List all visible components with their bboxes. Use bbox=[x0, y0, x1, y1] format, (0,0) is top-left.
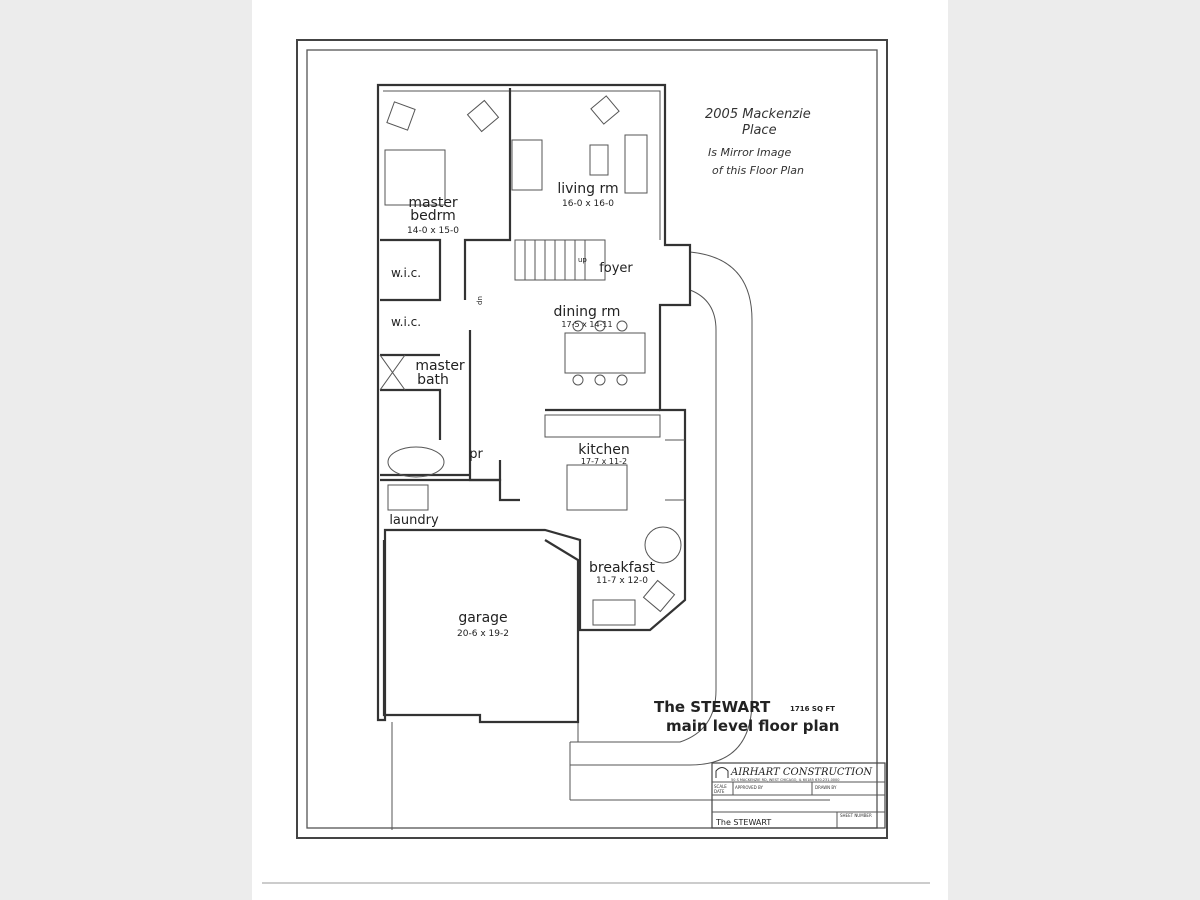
room-dining-size: 17-5 x 14-11 bbox=[561, 320, 612, 329]
note-line-1: 2005 Mackenzie bbox=[705, 107, 811, 122]
note-line-2: Place bbox=[742, 123, 777, 138]
room-master: master bbox=[408, 195, 458, 211]
room-labels: living rm 16-0 x 16-0 master bedrm 14-0 … bbox=[389, 181, 655, 639]
room-breakfast: breakfast bbox=[589, 560, 655, 576]
stair-up-label: up bbox=[578, 256, 587, 264]
company-name: AIRHART CONSTRUCTION bbox=[730, 767, 873, 778]
plan-sqft: 1716 SQ FT bbox=[790, 705, 835, 713]
room-wic-1: w.i.c. bbox=[391, 266, 421, 280]
plan-name: The STEWART bbox=[654, 698, 771, 716]
room-garage-size: 20-6 x 19-2 bbox=[457, 629, 509, 639]
room-dining: dining rm bbox=[554, 304, 621, 320]
outer-border bbox=[296, 39, 888, 839]
room-master-2: bedrm bbox=[410, 208, 456, 224]
room-living: living rm bbox=[557, 181, 618, 197]
exterior-walls bbox=[376, 83, 692, 724]
plan-title: The STEWART 1716 SQ FT main level floor … bbox=[654, 698, 839, 735]
room-powder: pr bbox=[469, 447, 483, 462]
note-line-3: Is Mirror Image bbox=[708, 146, 791, 159]
drawn-by-label: DRAWN BY bbox=[815, 785, 837, 790]
company-address: 50 S MACKENZIE RD, WEST CHICAGO, IL 6018… bbox=[731, 778, 839, 782]
date-label: DATE bbox=[714, 789, 725, 794]
scanned-page bbox=[252, 0, 948, 900]
room-wic-2: w.i.c. bbox=[391, 315, 421, 329]
room-laundry: laundry bbox=[389, 513, 439, 528]
room-garage: garage bbox=[458, 610, 507, 626]
room-kitchen: kitchen bbox=[578, 442, 630, 458]
company-logo-icon bbox=[715, 767, 729, 778]
plan-subtitle: main level floor plan bbox=[666, 717, 839, 735]
interior-walls bbox=[380, 88, 685, 502]
room-living-size: 16-0 x 16-0 bbox=[562, 199, 614, 209]
room-foyer: foyer bbox=[599, 261, 633, 276]
note-line-4: of this Floor Plan bbox=[712, 164, 804, 177]
stair-down-label: dn bbox=[476, 296, 484, 305]
title-block-plan-name: The STEWART bbox=[715, 818, 771, 827]
driveway bbox=[391, 251, 830, 830]
sheet-number-label: SHEET NUMBER bbox=[840, 813, 872, 818]
furniture bbox=[379, 95, 682, 626]
handwritten-note: 2005 Mackenzie Place Is Mirror Image of … bbox=[705, 107, 811, 177]
scale-label: SCALE bbox=[714, 784, 727, 789]
room-breakfast-size: 11-7 x 12-0 bbox=[596, 576, 648, 586]
title-block: AIRHART CONSTRUCTION 50 S MACKENZIE RD, … bbox=[711, 762, 886, 829]
approved-by-label: APPROVED BY bbox=[735, 785, 764, 790]
inner-border bbox=[306, 49, 878, 829]
room-master-bath: master bbox=[415, 358, 465, 374]
room-master-size: 14-0 x 15-0 bbox=[407, 226, 459, 236]
room-kitchen-size: 17-7 x 11-2 bbox=[581, 457, 627, 466]
room-master-bath-2: bath bbox=[417, 372, 449, 388]
